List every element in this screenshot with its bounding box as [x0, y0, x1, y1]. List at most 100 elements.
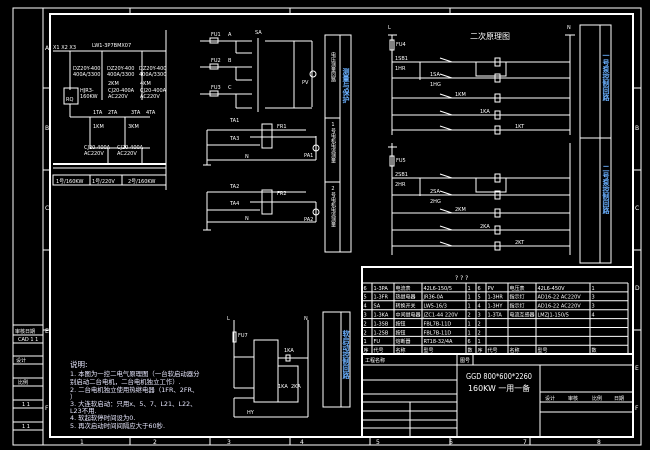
- bom-cell: 熔断器: [396, 338, 411, 345]
- ammeter-label: PA1: [304, 153, 313, 159]
- contactor-label: CJ20-400A: [117, 145, 144, 151]
- label-pump1: 一号泵控制回路: [602, 52, 610, 101]
- contactor-label: AC220V: [84, 151, 104, 157]
- bom-cell: 型号: [538, 347, 548, 354]
- col-5: 5: [376, 439, 380, 446]
- label-measure: 测量与保护: [342, 68, 350, 103]
- bom-cell: 1: [468, 330, 471, 336]
- bom-cell: LW5-16/3: [424, 304, 447, 310]
- coil-symbol: [494, 93, 501, 103]
- left-title-strip: 审核日期 CAD 1 1 设计 比例 1 1 1 1: [15, 328, 38, 430]
- lamp-symbol: [494, 241, 501, 251]
- contact-label: 2KA: [291, 384, 301, 390]
- fuse-label: FU2: [211, 58, 221, 64]
- col-2: 2: [153, 439, 157, 446]
- col-7: 7: [523, 439, 527, 446]
- rung-label: 2HR: [395, 182, 406, 188]
- bom-cell: 3: [592, 304, 595, 310]
- contact-symbol: [439, 93, 453, 99]
- notes-title: 说明:: [70, 359, 88, 369]
- fuse-label: FU7: [238, 333, 248, 339]
- rung-label: 1HG: [430, 82, 441, 88]
- row-a: A: [45, 45, 50, 52]
- note-line: 5. 再次启动时间间隔应大于60秒.: [70, 421, 165, 430]
- ct-label: 2TA: [108, 110, 118, 116]
- bom-cell: 1: [468, 321, 471, 327]
- project-label: 工程名称: [365, 357, 385, 364]
- label-current-1: 1号电机电流测量: [330, 122, 336, 163]
- contactor-label: 1KM: [93, 124, 104, 130]
- contactor-label: CJ20-400A: [108, 88, 135, 94]
- soft-starter-label: RQ: [66, 97, 73, 103]
- bom-cell: 1-3HY: [488, 304, 504, 310]
- fuse-label: FU4: [396, 42, 406, 48]
- l-label: L: [227, 316, 230, 322]
- row-e-right: E: [635, 365, 639, 372]
- contact-symbol: [439, 125, 453, 131]
- phase-label: A: [228, 32, 232, 38]
- main-breaker-label: LW1-3P7BMX07: [92, 43, 131, 49]
- n-label: N: [304, 316, 308, 322]
- bom-cell: 1: [468, 286, 471, 292]
- bom-cell: JR36-0A: [423, 295, 444, 301]
- fuse-label: FU5: [396, 158, 406, 164]
- label-current-2: 2号电机电流测量: [330, 186, 336, 227]
- bom-cell: 中间继电器: [396, 312, 421, 319]
- rung-label: 1KA: [480, 109, 490, 115]
- bom-cell: 代号: [374, 347, 384, 354]
- bom-cell: 6: [478, 286, 481, 292]
- lamp-symbol: [494, 110, 501, 120]
- meta-label: 比例: [592, 395, 602, 402]
- contactor-label: CJ20-400A: [84, 145, 111, 151]
- bom-cell: 1-2SB: [374, 330, 389, 336]
- bom-cell: AD16-22 AC220V: [538, 295, 582, 301]
- strip-label: 审核日期: [15, 328, 35, 335]
- col-1: 1: [80, 439, 84, 446]
- bom-cell: 3: [478, 313, 481, 319]
- row-b: B: [45, 125, 49, 132]
- breaker-label: 400A/3300: [139, 72, 166, 78]
- bom-cell: 序: [364, 347, 369, 354]
- contact-symbol: [439, 190, 453, 196]
- contact-symbol: [439, 241, 453, 247]
- l-label: L: [388, 25, 391, 31]
- control-ladder: 二次原理图 L N FU4 FU5 1SB11SA1KM1KA1KT1HR1HG…: [388, 25, 575, 255]
- bom-cell: 5: [478, 295, 481, 301]
- bom-cell: 2: [468, 313, 471, 319]
- rung-label: 1SB1: [395, 56, 408, 62]
- bom-cell: 1-3SB: [374, 321, 389, 327]
- phase-label: C: [228, 85, 232, 91]
- bom-cell: 1-3KA: [374, 313, 389, 319]
- contact-symbol: [439, 173, 453, 179]
- footer-cell: 1号/220V: [92, 179, 115, 185]
- breaker-label: DZ20Y-400: [107, 66, 134, 72]
- rung-label: 2SB1: [395, 172, 408, 178]
- bom-cell: 序: [478, 347, 483, 354]
- note-line: 2. 二台电机独立使用热继电器（1FR、2FR、: [70, 385, 198, 394]
- lamp-symbol: [494, 125, 501, 135]
- coil-symbol: [494, 208, 501, 218]
- bom-cell: 电流互感器: [510, 312, 535, 319]
- drawing-title: 160KW 一用一备: [468, 383, 530, 393]
- label-pump2: 二号泵控制回路: [602, 165, 610, 214]
- coil-symbol: [494, 190, 501, 200]
- rung-label: 1HR: [395, 66, 406, 72]
- ct-label: 1TA: [93, 110, 103, 116]
- label-voltage-circuit: 电压测量回路: [330, 52, 336, 82]
- ct-label: 4TA: [146, 110, 156, 116]
- bom-cell: 4: [364, 304, 367, 310]
- strip-label: 1 1: [22, 424, 30, 430]
- bom-cell: 5: [364, 295, 367, 301]
- meta-label: 设计: [545, 395, 555, 402]
- row-e: E: [45, 328, 49, 335]
- bom-cell: 4: [478, 304, 481, 310]
- note-line: L23不用.: [70, 407, 97, 415]
- bom-header: ? ? ?: [455, 275, 468, 282]
- ct-label: 3TA: [131, 110, 141, 116]
- contact-symbol: [439, 208, 453, 214]
- col-6: 6: [449, 439, 453, 446]
- bom-cell: 2: [478, 330, 481, 336]
- footer-cell: 2号/160KW: [128, 179, 156, 185]
- ct-label: TA4: [229, 201, 239, 207]
- bom-cell: 42L6-450V: [538, 286, 566, 292]
